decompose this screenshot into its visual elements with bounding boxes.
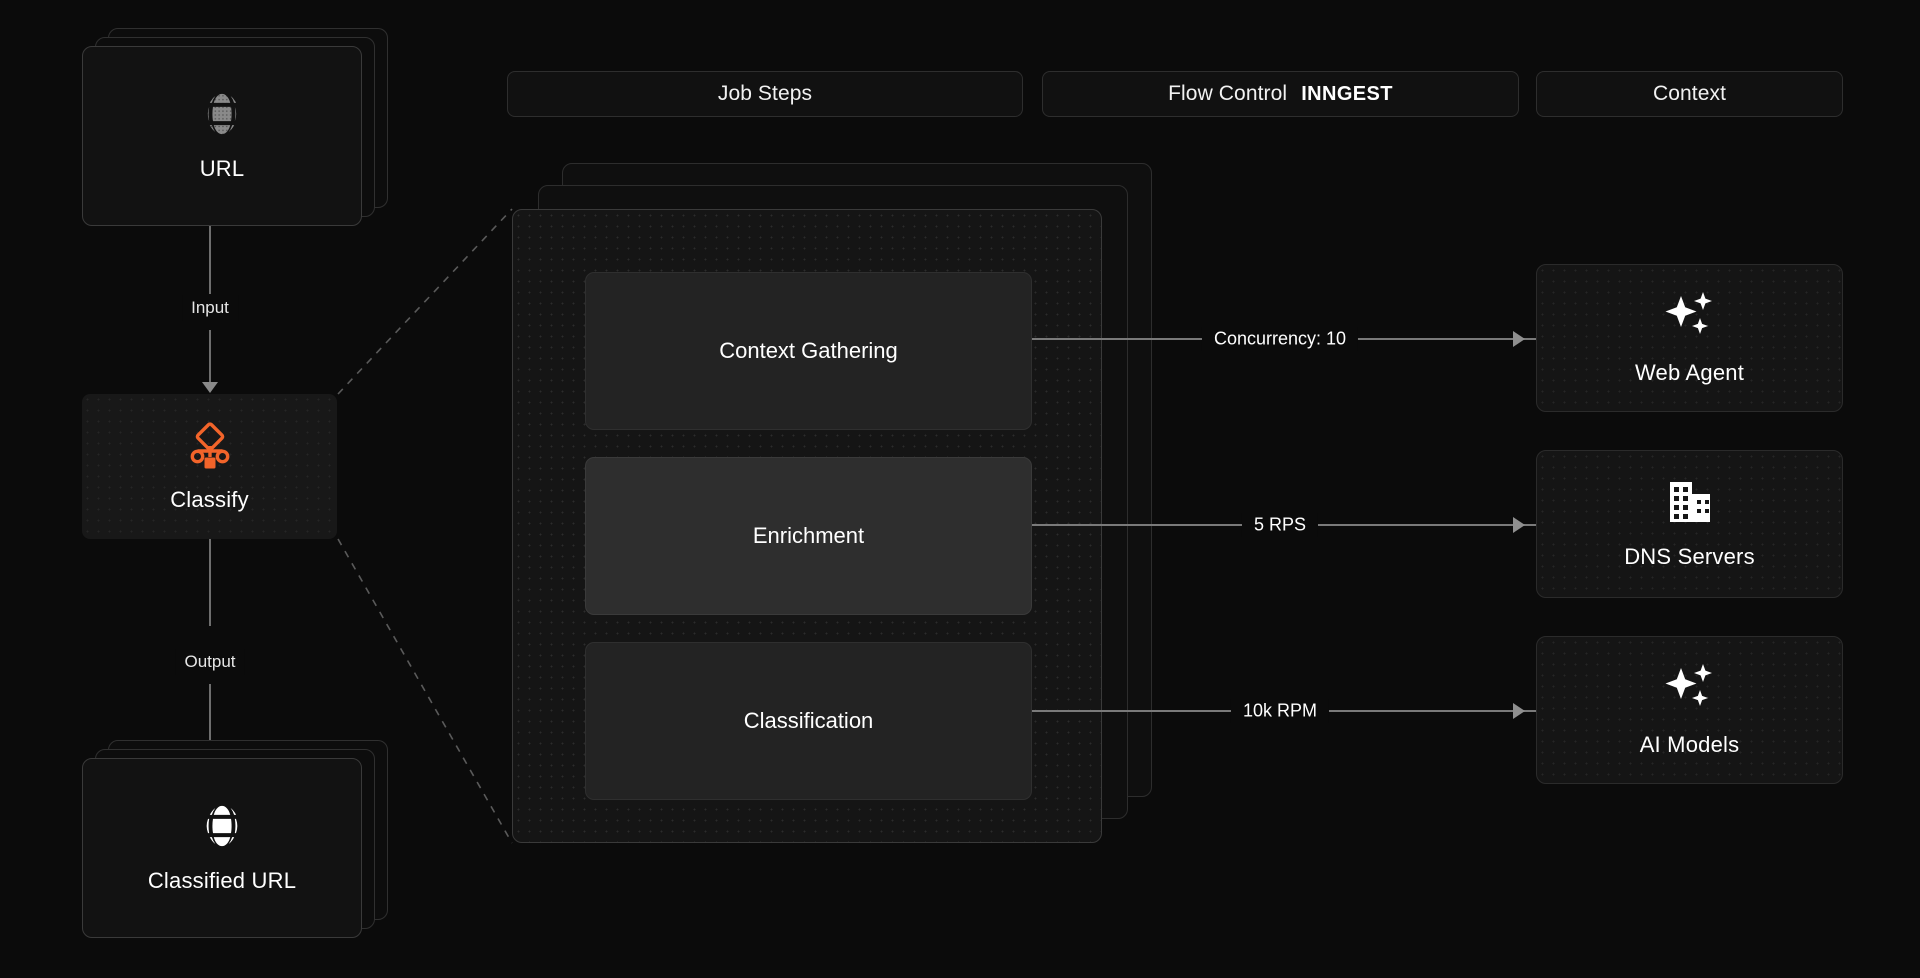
tab-job-steps-label: Job Steps xyxy=(717,82,813,105)
connector-classification-to-ai-models xyxy=(1032,710,1784,712)
globe-icon xyxy=(199,91,245,142)
step-card-classification[interactable]: Classification xyxy=(585,642,1032,800)
step-label: Context Gathering xyxy=(719,338,898,363)
connector-url-to-classify-lower xyxy=(209,330,211,382)
node-url[interactable]: URL xyxy=(82,28,388,226)
node-classify[interactable]: Classify xyxy=(82,394,337,539)
connector-classify-to-output-lower xyxy=(209,684,211,740)
tab-context-label: Context xyxy=(1652,82,1727,105)
arrowhead-ai-models xyxy=(1513,703,1525,719)
context-card-dns-servers[interactable]: DNS Servers xyxy=(1536,450,1843,598)
step-label: Enrichment xyxy=(752,523,865,548)
arrowhead-dns-servers xyxy=(1513,517,1525,533)
connector-classify-to-output-upper xyxy=(209,539,211,626)
edge-label-output: Output xyxy=(175,649,245,675)
job-steps-panel-face: Context Gathering Enrichment Classificat… xyxy=(512,209,1102,843)
flow-label-rpm: 10k RPM xyxy=(1230,698,1330,724)
node-classify-label: Classify xyxy=(170,487,249,512)
node-classified-url-label: Classified URL xyxy=(147,867,297,893)
step-card-context-gathering[interactable]: Context Gathering xyxy=(585,272,1032,430)
node-classified-url[interactable]: Classified URL xyxy=(82,740,388,938)
job-steps-panel[interactable]: Context Gathering Enrichment Classificat… xyxy=(512,163,1152,843)
tab-context[interactable]: Context xyxy=(1536,71,1843,117)
arrowhead-web-agent xyxy=(1513,331,1525,347)
flow-label-concurrency: Concurrency: 10 xyxy=(1201,326,1359,352)
connector-context-gathering-to-web-agent xyxy=(1032,338,1784,340)
connector-enrichment-to-dns-servers xyxy=(1032,524,1784,526)
step-card-enrichment[interactable]: Enrichment xyxy=(585,457,1032,615)
workflow-branch-icon xyxy=(183,420,237,475)
context-card-ai-models[interactable]: AI Models xyxy=(1536,636,1843,784)
context-card-label: AI Models xyxy=(1639,732,1740,757)
tab-flow-control[interactable]: Flow Control INNGEST xyxy=(1042,71,1519,117)
edge-label-input: Input xyxy=(182,295,238,321)
tab-flow-control-label: Flow Control xyxy=(1168,82,1288,105)
tab-job-steps[interactable]: Job Steps xyxy=(507,71,1023,117)
node-classified-url-face: Classified URL xyxy=(82,758,362,938)
step-label: Classification xyxy=(743,708,874,733)
sparkles-icon xyxy=(1661,290,1719,347)
building-icon xyxy=(1664,478,1716,531)
globe-icon xyxy=(199,803,245,854)
node-url-face: URL xyxy=(82,46,362,226)
arrowhead-input xyxy=(202,382,218,393)
context-card-label: DNS Servers xyxy=(1624,544,1755,569)
sparkles-icon xyxy=(1661,662,1719,719)
node-url-label: URL xyxy=(199,155,245,181)
context-card-web-agent[interactable]: Web Agent xyxy=(1536,264,1843,412)
connector-url-to-classify-upper xyxy=(209,226,211,294)
flow-label-rps: 5 RPS xyxy=(1241,512,1319,538)
inngest-wordmark: INNGEST xyxy=(1301,82,1393,105)
context-card-label: Web Agent xyxy=(1634,360,1745,385)
